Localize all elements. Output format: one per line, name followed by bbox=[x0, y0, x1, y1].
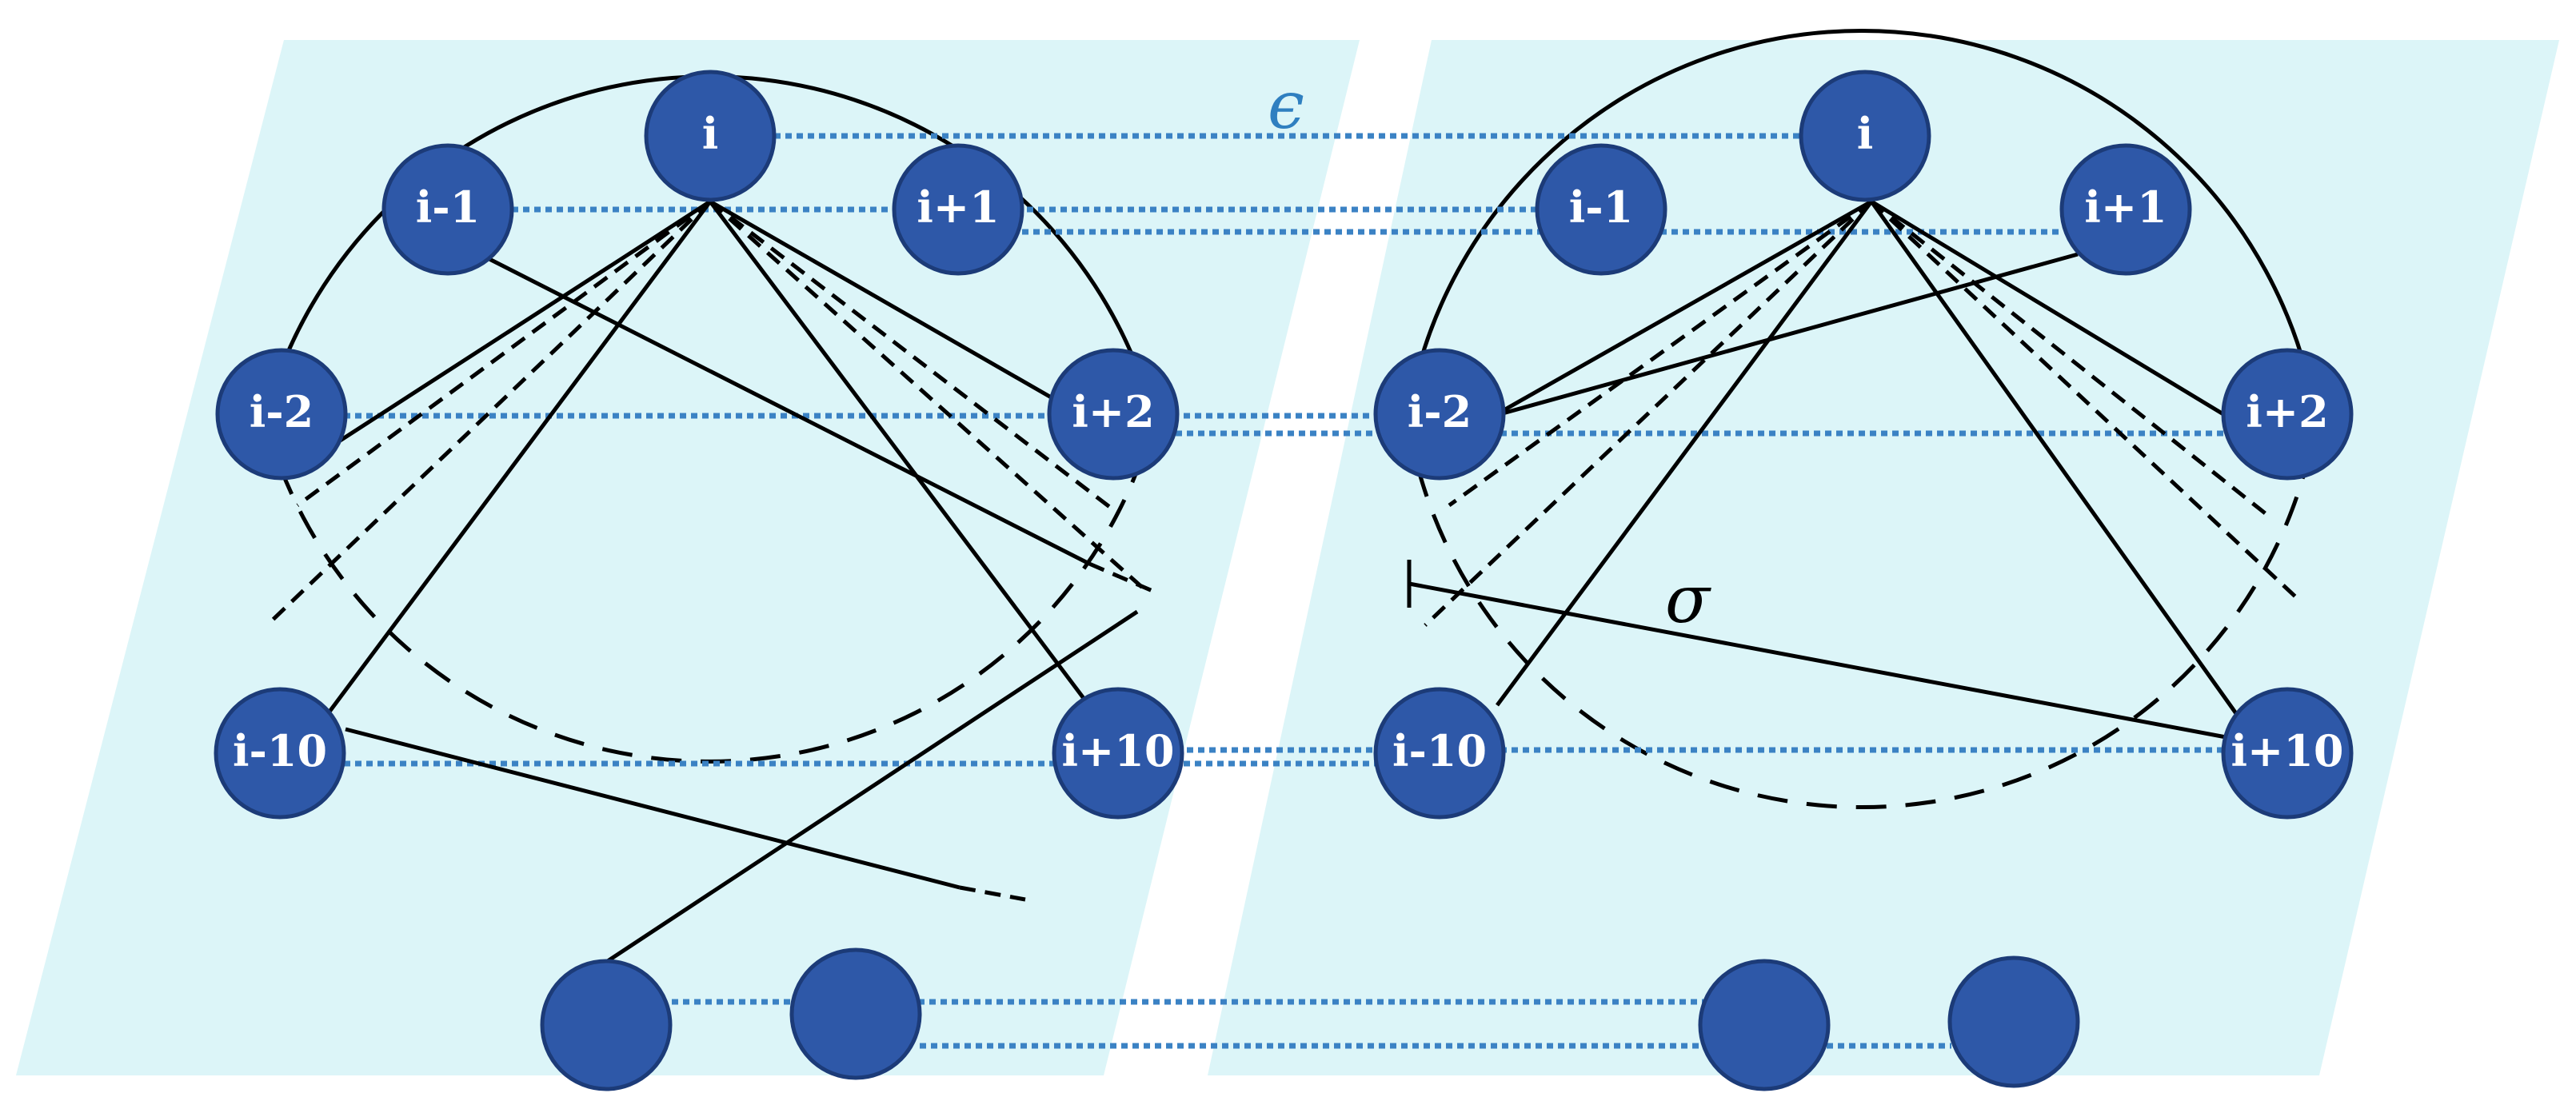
right-node-i-label: i bbox=[1857, 108, 1874, 159]
right-edge-i-to-i+10 bbox=[1869, 200, 2242, 720]
right-node-i[interactable]: i bbox=[1799, 70, 1931, 202]
left-edge-i-to-i+2 bbox=[709, 199, 1065, 407]
left-edge-i-to-i-10 bbox=[327, 200, 713, 713]
right-dashed-edge-4 bbox=[1870, 200, 2297, 598]
right-node-i-minus-1[interactable]: i-1 bbox=[1535, 143, 1667, 276]
left-dashed-edges bbox=[269, 199, 1159, 902]
right-dashed-edge-1 bbox=[1448, 199, 1873, 508]
left-node-i-minus-10[interactable]: i-10 bbox=[214, 687, 346, 820]
left-node-i[interactable]: i bbox=[644, 70, 777, 202]
left-node-i-plus-10[interactable]: i+10 bbox=[1052, 687, 1184, 820]
left-edge-i-to-i+10 bbox=[709, 200, 1094, 712]
left-dashed-edge-1 bbox=[296, 199, 712, 508]
right-edge-i-to-i-2 bbox=[1492, 199, 1873, 418]
left-edges bbox=[269, 199, 1159, 974]
right-node-i-minus-2-label: i-2 bbox=[1408, 386, 1472, 437]
right-node-i-plus-1[interactable]: i+1 bbox=[2059, 143, 2192, 276]
right-nodes: i i-1 i+1 i-2 i+2 i-10 i+10 bbox=[1373, 70, 2354, 1091]
right-dashed-edge-3 bbox=[1870, 200, 2273, 520]
left-node-i-plus-1[interactable]: i+1 bbox=[892, 143, 1024, 276]
right-edge-i+1-to-i-2 bbox=[1493, 252, 2079, 418]
left-node-i-label: i bbox=[702, 108, 719, 159]
right-edges bbox=[1407, 199, 2297, 746]
left-edge-bottom-to-rim bbox=[590, 609, 1139, 974]
left-node-i-plus-10-label: i+10 bbox=[1062, 725, 1175, 776]
left-dashed-edge-3 bbox=[709, 200, 1120, 515]
left-edge-i-10-to-rim bbox=[345, 727, 961, 890]
epsilon-label: ϵ bbox=[1268, 68, 1304, 144]
left-node-i-minus-2-label: i-2 bbox=[250, 386, 314, 437]
left-dashed-edge-4 bbox=[709, 200, 1147, 592]
right-node-i-plus-1-label: i+1 bbox=[2084, 182, 2167, 233]
left-edge-i-to-i-2 bbox=[293, 199, 712, 473]
left-node-i-plus-1-label: i+1 bbox=[917, 182, 999, 233]
left-edge-i-1-to-rim bbox=[485, 255, 1091, 566]
right-node-i-plus-2-label: i+2 bbox=[2246, 386, 2328, 437]
right-edge-i-to-i+2 bbox=[1870, 199, 2225, 417]
right-node-i-minus-2[interactable]: i-2 bbox=[1373, 348, 1506, 481]
left-node-bottom-2[interactable] bbox=[789, 947, 922, 1080]
right-node-bottom-1[interactable] bbox=[1698, 959, 1831, 1091]
left-node-i-minus-2[interactable]: i-2 bbox=[215, 348, 348, 481]
right-edge-sigma bbox=[1408, 581, 2261, 746]
left-nodes: i i-1 i+1 i-2 i+2 i-10 i+10 bbox=[214, 70, 1184, 1091]
right-node-i-minus-10[interactable]: i-10 bbox=[1373, 687, 1506, 820]
right-node-i-minus-10-label: i-10 bbox=[1392, 725, 1487, 776]
right-dashed-edges bbox=[1424, 199, 2297, 627]
left-node-i-plus-2[interactable]: i+2 bbox=[1047, 348, 1180, 481]
left-node-i-minus-1[interactable]: i-1 bbox=[381, 143, 514, 276]
left-node-bottom-1[interactable] bbox=[540, 959, 673, 1091]
right-node-i-minus-1-label: i-1 bbox=[1569, 182, 1634, 233]
right-layer-plane bbox=[1208, 40, 2559, 1075]
right-edge-i-to-i-10 bbox=[1495, 200, 1874, 707]
left-node-i-minus-10-label: i-10 bbox=[233, 725, 327, 776]
left-node-i-minus-1-label: i-1 bbox=[416, 182, 481, 233]
right-ring-dashed-arc bbox=[1405, 418, 2318, 810]
right-node-bottom-2[interactable] bbox=[1947, 955, 2080, 1088]
right-node-i-plus-10-label: i+10 bbox=[2231, 725, 2344, 776]
left-node-i-plus-2-label: i+2 bbox=[1072, 386, 1154, 437]
right-node-i-plus-10[interactable]: i+10 bbox=[2221, 687, 2354, 820]
left-dashed-edge-5 bbox=[1088, 561, 1159, 596]
sigma-label: σ bbox=[1665, 562, 1711, 638]
left-ring-dashed-arc bbox=[262, 418, 1156, 764]
left-dashed-edge-6 bbox=[959, 885, 1026, 902]
right-dashed-edge-2 bbox=[1424, 200, 1873, 627]
right-node-i-plus-2[interactable]: i+2 bbox=[2221, 348, 2354, 481]
left-layer-plane bbox=[16, 40, 1360, 1075]
